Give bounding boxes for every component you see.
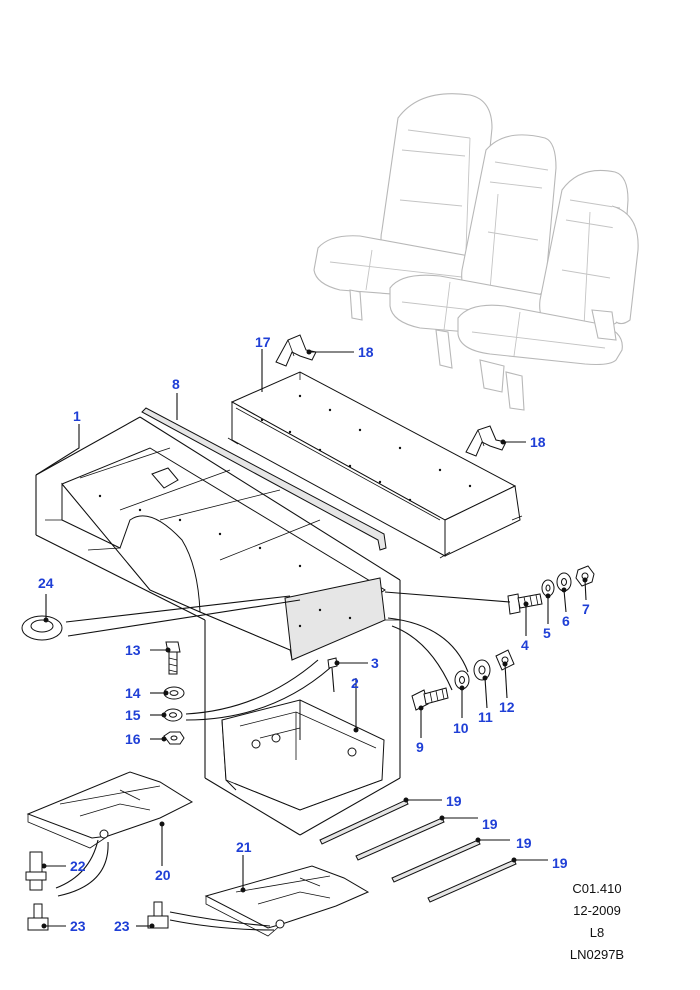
leader-lines: [35, 349, 588, 929]
callout-16: 16: [125, 731, 141, 747]
callout-20: 20: [155, 867, 171, 883]
nut-7: [575, 565, 595, 587]
bolt-22: [25, 851, 47, 891]
rear-seats-illustration: [313, 93, 639, 411]
callout-6: 6: [562, 613, 570, 629]
clip-nut-12: [495, 649, 515, 671]
strip-19-a: [319, 799, 409, 845]
seal-strip-8: [141, 407, 387, 551]
bolt-9: [411, 687, 449, 711]
stud-3: [327, 657, 338, 693]
strip-19-c: [391, 839, 481, 883]
callout-14: 14: [125, 685, 141, 701]
strip-19-d: [427, 859, 517, 903]
bolt-13: [165, 641, 181, 675]
washer-6: [556, 572, 572, 592]
grommet-24: [21, 615, 63, 641]
callout-9: 9: [416, 739, 424, 755]
callout-labels: 1 2 3 4 5 6 7 8 9 10 11 12 13 14 15 16 1…: [38, 334, 590, 934]
callout-1: 1: [73, 408, 81, 424]
reference-date: 12-2009: [573, 903, 621, 918]
callout-4: 4: [521, 637, 529, 653]
floor-pan-1: [45, 447, 400, 661]
callout-21: 21: [236, 839, 252, 855]
connector-lines: [55, 591, 511, 931]
washer-15: [163, 708, 183, 722]
callout-23b: 23: [114, 918, 130, 934]
strip-19-b: [355, 817, 445, 861]
reference-model: L8: [589, 925, 605, 940]
reference-code: C01.410: [572, 881, 622, 896]
callout-17: 17: [255, 334, 271, 350]
washer-10: [454, 670, 470, 690]
bracket-18-lower: [465, 425, 507, 457]
callout-24: 24: [38, 575, 54, 591]
callout-19b: 19: [482, 816, 498, 832]
outline-box-1: [35, 416, 401, 836]
tub-2: [221, 699, 385, 811]
callout-10: 10: [453, 720, 469, 736]
callout-19d: 19: [552, 855, 568, 871]
callout-15: 15: [125, 707, 141, 723]
callout-18b: 18: [530, 434, 546, 450]
callout-2: 2: [351, 675, 359, 691]
callout-3: 3: [371, 655, 379, 671]
callout-13: 13: [125, 642, 141, 658]
storage-box-17: [227, 371, 523, 559]
callout-12: 12: [499, 699, 515, 715]
callout-11: 11: [478, 709, 493, 725]
callout-19a: 19: [446, 793, 462, 809]
callout-8: 8: [172, 376, 180, 392]
callout-22: 22: [70, 858, 86, 874]
skid-plate-20: [26, 771, 194, 849]
callout-23a: 23: [70, 918, 86, 934]
nut-16: [163, 731, 185, 745]
washer-11: [473, 659, 491, 681]
drawing-reference: C01.410 12-2009 L8 LN0297B: [552, 878, 642, 966]
callout-18a: 18: [358, 344, 374, 360]
skid-plate-21: [204, 865, 370, 937]
callout-7: 7: [582, 601, 590, 617]
callout-19c: 19: [516, 835, 532, 851]
bracket-18-upper: [275, 334, 317, 367]
reference-drawing-number: LN0297B: [569, 947, 625, 962]
callout-5: 5: [543, 625, 551, 641]
